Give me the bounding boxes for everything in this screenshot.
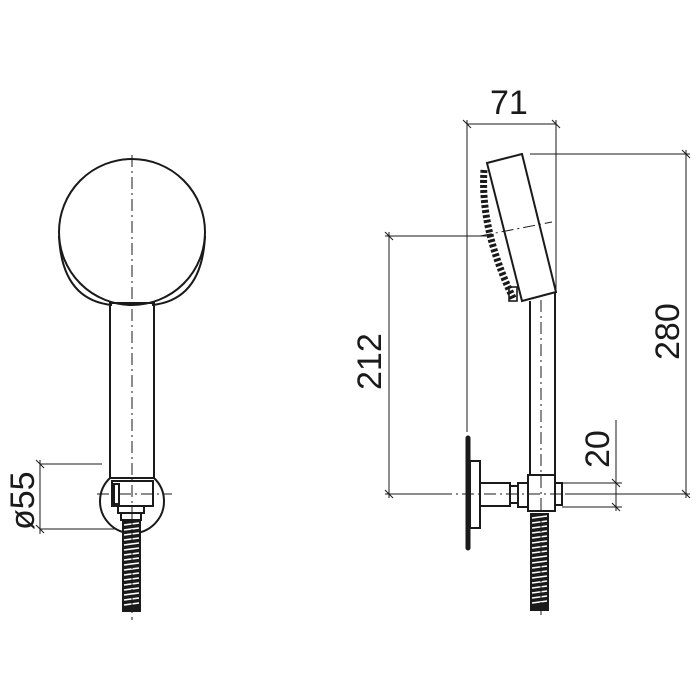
dimension-total-height: 280 xyxy=(530,149,691,499)
handle-side xyxy=(529,292,556,476)
front-view: ø55 xyxy=(4,155,206,620)
dimension-width: 71 xyxy=(462,84,561,432)
side-view: 71 280 212 20 xyxy=(351,84,691,615)
shower-head-side xyxy=(485,152,558,303)
dimension-head-height: 212 xyxy=(351,231,488,499)
width-label: 71 xyxy=(490,84,528,122)
diameter-label: ø55 xyxy=(4,471,42,530)
holder-height-label: 20 xyxy=(579,430,617,468)
hose-side xyxy=(530,513,549,611)
dimension-holder-height: 20 xyxy=(562,420,622,512)
dimension-diameter: ø55 xyxy=(4,459,116,534)
total-height-label: 280 xyxy=(649,303,687,360)
head-height-label: 212 xyxy=(351,333,389,390)
